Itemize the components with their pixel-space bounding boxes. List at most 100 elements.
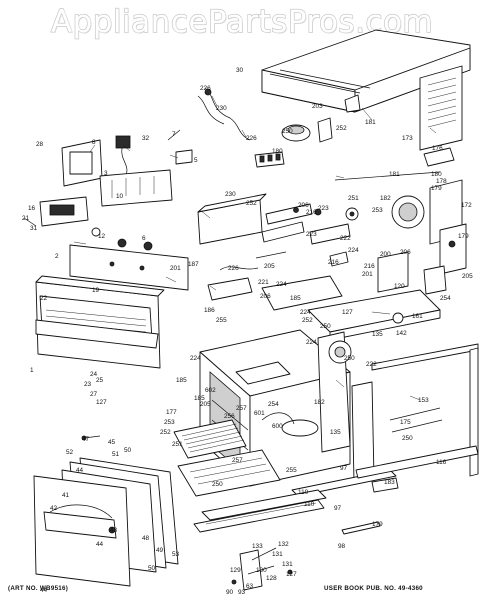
part-label: 254 xyxy=(440,295,451,302)
part-label: 30 xyxy=(236,67,244,74)
part-label: 8 xyxy=(92,139,96,146)
part-label: 250 xyxy=(212,481,223,488)
part-label: 226 xyxy=(246,135,257,142)
control-bracket-part xyxy=(61,129,193,207)
part-label: 216 xyxy=(328,259,339,266)
part-label: 93 xyxy=(238,589,246,596)
part-label: 257 xyxy=(236,405,247,412)
part-label: 206 xyxy=(298,202,309,209)
oven-rack-part xyxy=(173,419,247,459)
part-label: 131 xyxy=(282,561,293,568)
part-label: 252 xyxy=(336,125,347,132)
part-label: 51 xyxy=(112,451,120,458)
part-label: 600 xyxy=(272,423,283,430)
part-label: 53 xyxy=(172,551,180,558)
part-label: 254 xyxy=(268,401,279,408)
part-label: 179 xyxy=(431,185,442,192)
part-label: 205 xyxy=(462,273,473,280)
part-label: 173 xyxy=(402,135,413,142)
part-label: 177 xyxy=(166,409,177,416)
oven-cavity-part xyxy=(199,329,351,487)
control-knobs-part xyxy=(117,238,153,251)
part-label: 205 xyxy=(200,401,211,408)
hinge-bracket-part xyxy=(371,477,399,493)
part-label: 27 xyxy=(90,391,98,398)
part-label: 130 xyxy=(256,567,267,574)
part-label: 252 xyxy=(246,200,257,207)
part-label: 222 xyxy=(366,361,377,368)
part-label: 251 xyxy=(348,195,359,202)
part-label: 48 xyxy=(142,535,150,542)
part-label: 602 xyxy=(205,387,216,394)
part-label: 250 xyxy=(344,355,355,362)
part-label: 183 xyxy=(384,479,395,486)
part-label: 201 xyxy=(170,265,181,272)
part-label: 185 xyxy=(194,395,205,402)
part-label: 31 xyxy=(30,225,38,232)
part-label: 179 xyxy=(372,521,383,528)
part-label: 52 xyxy=(66,449,74,456)
part-label: 252 xyxy=(302,317,313,324)
part-label: 32 xyxy=(142,135,150,142)
part-number-labels: 230 226 226 30 203 181 250 252 173 176 1… xyxy=(22,67,473,596)
part-label: 250 xyxy=(320,323,331,330)
part-label: 223 xyxy=(306,231,317,238)
part-label: 98 xyxy=(338,543,346,550)
part-label: 128 xyxy=(266,575,277,582)
part-label: 110 xyxy=(298,489,309,496)
blower-assembly-part xyxy=(334,171,467,275)
backsplash-panel-part xyxy=(69,244,189,291)
part-label: 224 xyxy=(276,281,287,288)
burner-tray-part xyxy=(197,193,267,245)
part-label: 601 xyxy=(254,410,265,417)
part-label: 127 xyxy=(286,571,297,578)
broiler-pan-part xyxy=(177,449,281,497)
rear-panel-part xyxy=(317,331,375,483)
part-label: 10 xyxy=(116,193,124,200)
part-label: 43 xyxy=(110,527,118,534)
part-label: 161 xyxy=(412,313,423,320)
part-label: 63 xyxy=(246,583,254,590)
part-label: 172 xyxy=(461,202,472,209)
part-label: 224 xyxy=(348,247,359,254)
part-label: 253 xyxy=(164,419,175,426)
mounting-bracket-part xyxy=(377,251,447,300)
part-label: 180 xyxy=(272,148,283,155)
part-label: 216 xyxy=(306,209,317,216)
part-label: 179 xyxy=(458,233,469,240)
part-label: 252 xyxy=(160,429,171,436)
part-label: 200 xyxy=(380,251,391,258)
timer-clock-part xyxy=(23,196,101,237)
part-label: 3 xyxy=(104,170,108,177)
part-label: 127 xyxy=(96,399,107,406)
part-label: 2 xyxy=(55,253,59,260)
part-label: 90 xyxy=(226,589,234,596)
part-label: 97 xyxy=(334,505,342,512)
part-label: 110 xyxy=(304,501,315,508)
part-label: 221 xyxy=(258,279,269,286)
leader-lines xyxy=(73,95,437,401)
part-label: 224 xyxy=(300,309,311,316)
part-label: 97 xyxy=(340,465,348,472)
part-label: 44 xyxy=(40,587,48,594)
publication-number: USER BOOK PUB. NO. 49-4360 xyxy=(324,585,423,592)
part-label: 1 xyxy=(30,367,34,374)
part-label: 44 xyxy=(76,467,84,474)
drip-tray-part xyxy=(307,289,441,341)
part-label: 23 xyxy=(84,381,92,388)
kick-plate-part xyxy=(193,489,381,535)
part-label: 206 xyxy=(260,293,271,300)
part-label: 250 xyxy=(402,435,413,442)
part-label: 181 xyxy=(389,171,400,178)
part-label: 24 xyxy=(90,371,98,378)
part-label: 22 xyxy=(40,295,48,302)
oven-door-part xyxy=(33,435,179,587)
part-label: 5 xyxy=(194,157,198,164)
part-label: 131 xyxy=(272,551,283,558)
part-label: 12 xyxy=(98,233,106,240)
part-label: 182 xyxy=(380,195,391,202)
part-label: 45 xyxy=(108,439,116,446)
part-label: 153 xyxy=(418,397,429,404)
terminal-block-part xyxy=(254,151,285,168)
igniter-assembly-part xyxy=(207,251,287,301)
